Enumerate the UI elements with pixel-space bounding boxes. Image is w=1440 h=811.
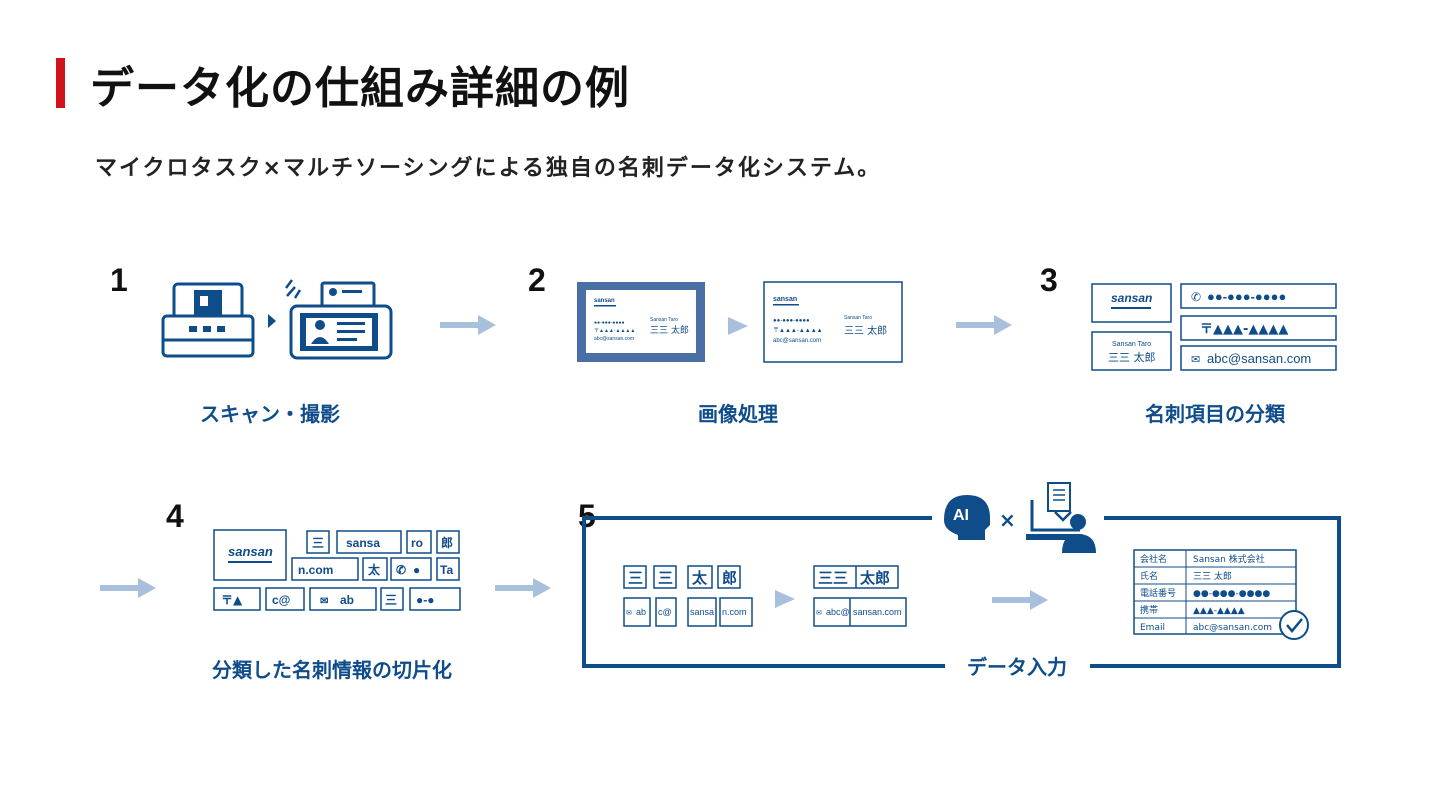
mail-glyph-icon: ✉ [816,610,822,617]
fragment: 太 [368,562,381,577]
fragment: sansa [690,607,714,617]
fragment: c@ [272,593,290,607]
arrow-2-3 [956,315,1012,335]
page-title: データ化の仕組み詳細の例 [90,63,630,114]
step-1-label: スキャン・撮影 [200,402,340,426]
result-table [1133,549,1297,635]
step-4-number: 4 [166,498,184,534]
step-2-number: 2 [528,262,546,298]
step-5-label: データ入力 [967,655,1067,679]
fragment: 三 [628,569,643,587]
svg-text:sansan: sansan [773,296,797,303]
svg-text:●●-●●●-●●●●: ●●-●●●-●●●● [773,318,810,324]
step-2-label: 画像処理 [698,402,778,426]
fragment: 三 [385,593,397,607]
fragment: 太 [692,569,708,587]
fragment: 三 [658,569,673,587]
fragment: sansa [346,536,380,550]
table-field: 氏名 [1140,570,1158,582]
table-value: abc@sansan.com [1193,623,1272,633]
arrow-1-2 [440,315,496,335]
fragment: ● [413,563,420,577]
svg-text:abc@sansan.com: abc@sansan.com [773,338,821,344]
title-accent-bar [56,58,65,108]
step-3-number: 3 [1040,262,1058,298]
input-fragments [623,565,907,627]
svg-text:Sansan Taro: Sansan Taro [650,317,678,323]
arrow-image-process [728,317,748,335]
field-address: 〒▲▲▲-▲▲▲▲ [1200,322,1288,337]
table-field: 会社名 [1140,553,1167,565]
flow-arrows [100,315,1012,598]
table-field: 電話番号 [1140,587,1176,599]
scanner-icon [161,282,255,358]
svg-text:●●-●●●-●●●●: ●●-●●●-●●●● [594,320,625,326]
field-phone: ●●-●●●-●●●● [1207,289,1286,304]
table-field: 携帯 [1140,604,1158,616]
classified-fields [1091,283,1337,371]
fragment: n.com [298,563,333,577]
fragmented-fields [213,529,461,611]
times-symbol: × [999,508,1016,532]
arrow-merge [775,590,795,608]
mail-glyph-icon: ✉ [1191,354,1200,366]
step-4-label: 分類した名刺情報の切片化 [212,658,452,682]
play-arrow-icon [268,314,276,328]
merged-name-part: 太郎 [860,569,890,587]
fragment: 三 [312,536,324,550]
fragment: ab [636,607,646,617]
arrow-into-4 [100,578,156,598]
fragment: ●-● [416,593,435,607]
merged-name-part: 三三 [818,569,848,587]
svg-text:〒▲▲▲-▲▲▲▲: 〒▲▲▲-▲▲▲▲ [594,328,635,334]
fragment: Ta [440,563,453,577]
merged-email-part: sansan.com [853,607,902,617]
field-brand: sansan [1111,291,1152,305]
step-5-frame [582,516,1341,668]
svg-text:abc@sansan.com: abc@sansan.com [594,336,634,342]
mail-glyph-icon: ✉ [626,610,632,617]
fragment: n.com [722,607,747,617]
page-subtitle: マイクロタスク×マルチソーシングによる独自の名刺データ化システム。 [95,156,882,181]
processed-card-image: sansan ●●-●●●-●●●● 〒▲▲▲-▲▲▲▲ abc@sansan.… [763,281,903,363]
fragment-brand: sansan [228,544,273,559]
arrow-to-table [992,590,1048,610]
svg-text:〒▲▲▲-▲▲▲▲: 〒▲▲▲-▲▲▲▲ [773,327,823,334]
fragment: 郎 [722,569,737,587]
arrow-4-5 [495,578,551,598]
raw-card-image: sansan ●●-●●●-●●●● 〒▲▲▲-▲▲▲▲ abc@sansan.… [577,282,705,362]
step-1-number: 1 [110,262,128,298]
field-kanji-name: 三三 太郎 [1108,350,1156,364]
table-value: ●●-●●●-●●●● [1193,589,1270,599]
phone-camera-icon [285,279,393,360]
svg-text:Sansan Taro: Sansan Taro [844,315,872,321]
step-3-label: 名刺項目の分類 [1145,402,1285,426]
phone-glyph-icon: ✆ [396,563,406,577]
table-value: 三三 太郎 [1193,570,1232,582]
svg-text:AI: AI [953,507,969,524]
table-field: Email [1140,623,1165,633]
mail-glyph-icon: ✉ [320,596,328,607]
svg-text:三三 太郎: 三三 太郎 [844,324,887,337]
merged-email-part: abc@ [826,607,850,617]
field-email: abc@sansan.com [1207,351,1311,366]
ai-head-icon: AI [944,495,990,540]
check-icon [1279,610,1309,640]
svg-text:sansan: sansan [594,298,615,304]
fragment: ro [411,536,423,550]
operator-computer-icon [1026,482,1096,553]
fragment: c@ [658,607,672,617]
fragment: 郎 [441,535,453,550]
svg-text:三三 太郎: 三三 太郎 [650,324,689,336]
fragment: ab [340,593,354,607]
fragment: 〒▲ [221,593,243,607]
field-romaji-name: Sansan Taro [1112,341,1151,348]
phone-glyph-icon: ✆ [1191,290,1201,304]
table-value: Sansan 株式会社 [1193,553,1265,565]
table-value: ▲▲▲-▲▲▲▲ [1193,606,1245,616]
